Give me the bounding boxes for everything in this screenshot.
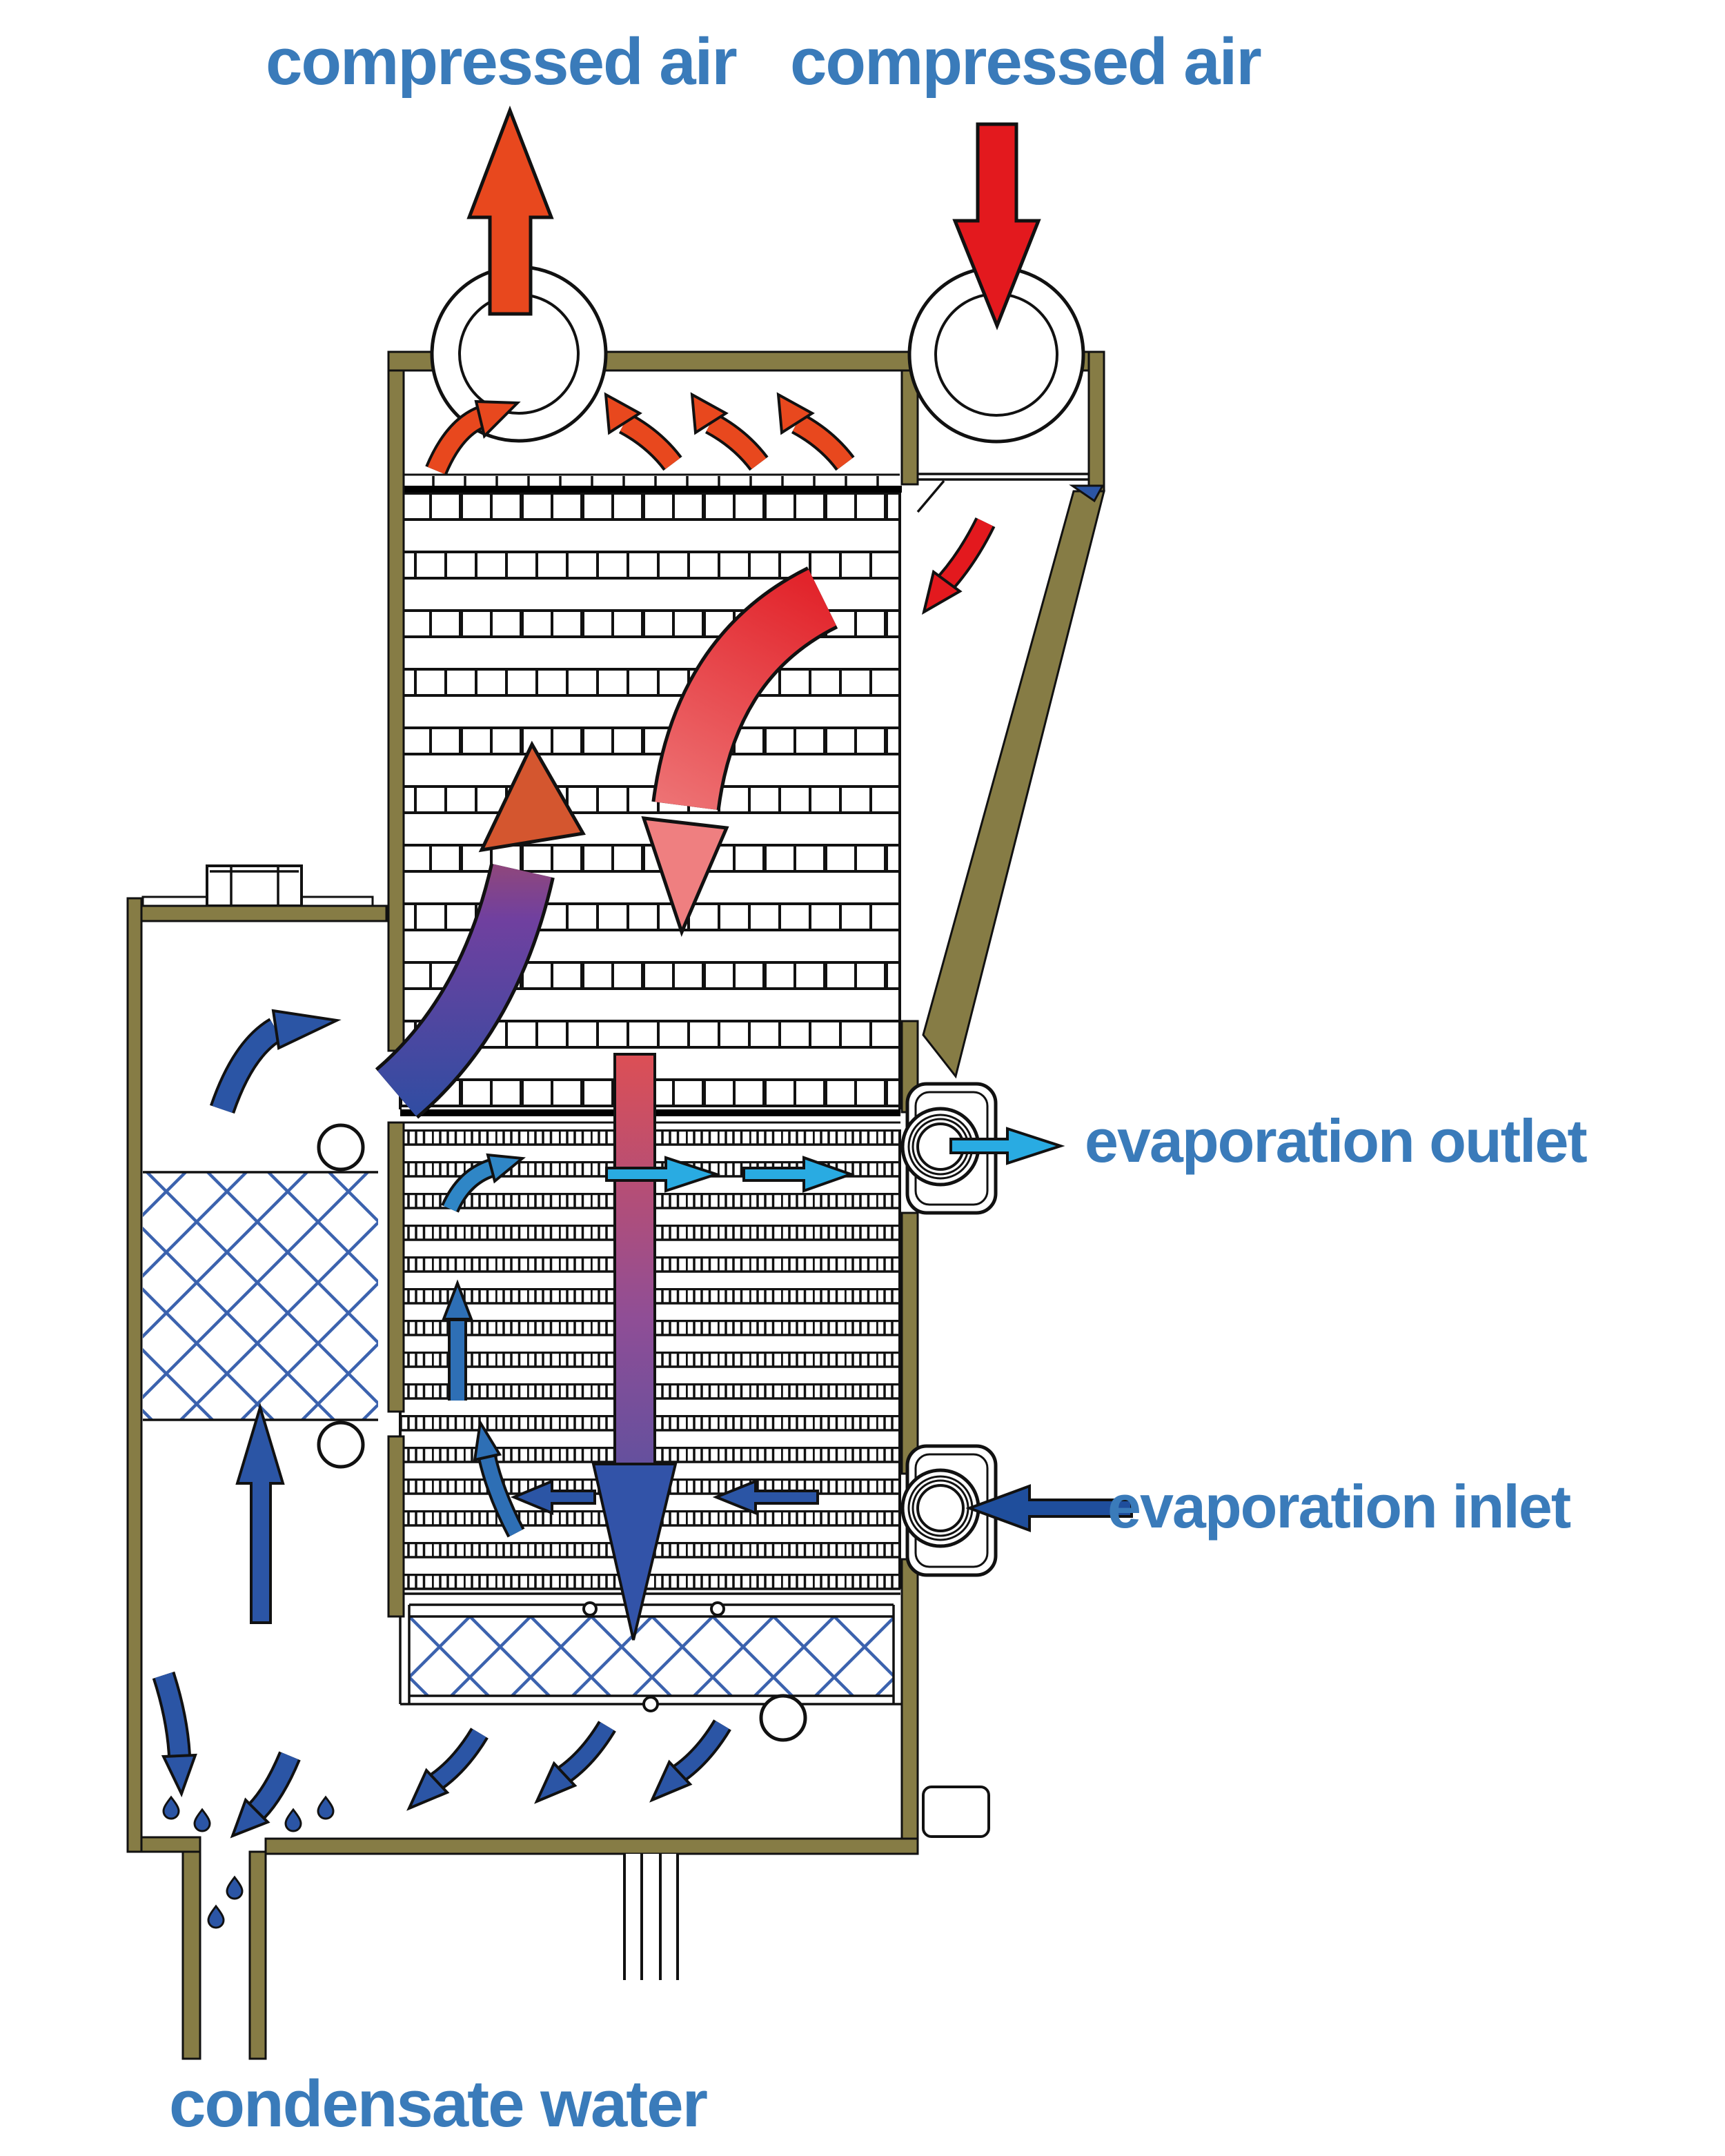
chamber-top-bar: [140, 904, 388, 922]
tower-floor: [264, 1837, 919, 1855]
evaporation-inlet-arrows: [510, 1478, 1133, 1532]
label-condensate-water: condensate water: [169, 2067, 708, 2141]
float-port: [759, 1694, 807, 1742]
bottom-plenum-arrows: [406, 1719, 731, 1811]
cooling-air-down-arrow: [591, 1053, 678, 1641]
spray-hole: [710, 1601, 725, 1616]
drain-wall-right: [248, 1850, 267, 2060]
drain-hole: [642, 1696, 659, 1712]
drain-wall-left: [181, 1850, 201, 2060]
inlet-plenum-right-wall: [1087, 350, 1105, 493]
compressed-air-outlet-port: [430, 265, 608, 443]
chamber-up-curl-arrow: [210, 1009, 342, 1114]
label-evaporation-inlet: evaporation inlet: [1107, 1472, 1571, 1541]
left-condensate-chamber: [126, 864, 919, 2060]
tower-right-wall-c: [900, 1558, 919, 1840]
condensate-droplets: [162, 1795, 335, 1929]
tower-drain-pipe: [623, 1854, 679, 1980]
lower-block-recirculation-arrows: [441, 1153, 526, 1538]
compressed-air-out-arrow: [466, 106, 554, 316]
upper-block-top-plate: [388, 486, 902, 493]
inlet-duct-arrow: [921, 517, 996, 615]
chamber-port-upper: [317, 1123, 365, 1171]
warm-air-rising-arrows: [425, 392, 855, 475]
chamber-floor-left: [140, 1836, 201, 1853]
tower-right-wall-b: [900, 1211, 919, 1475]
hot-air-descending-arrow: [641, 566, 838, 938]
condensate-fall-arrows: [152, 1671, 301, 1839]
label-compressed-air-out: compressed air: [266, 25, 738, 99]
label-compressed-air-in: compressed air: [790, 25, 1262, 99]
chamber-port-lower: [317, 1421, 365, 1469]
tower-left-wall-lower: [387, 1435, 405, 1618]
tower-left-wall-upper: [387, 350, 405, 1052]
inlet-plenum-floor-lines: [916, 473, 1089, 513]
evaporation-inlet-port: [900, 1444, 998, 1577]
spray-hole: [582, 1601, 598, 1616]
separator-tray: [399, 1601, 904, 1705]
bottom-right-fitting: [922, 1786, 990, 1838]
chamber-left-wall: [126, 897, 143, 1853]
evaporation-outlet-arrows: [605, 1127, 1065, 1193]
bottom-plenum: [642, 1694, 990, 1838]
reheating-arrow: [375, 740, 586, 1119]
chamber-up-arrow: [235, 1403, 285, 1624]
label-evaporation-outlet: evaporation outlet: [1085, 1107, 1588, 1175]
compressed-air-inlet-port: [907, 266, 1085, 444]
compressed-air-in-arrow: [952, 122, 1041, 330]
duct-corner-wedge: [1069, 484, 1105, 503]
tower-left-wall-mid: [387, 1121, 405, 1413]
chamber-separator: [143, 1172, 378, 1420]
